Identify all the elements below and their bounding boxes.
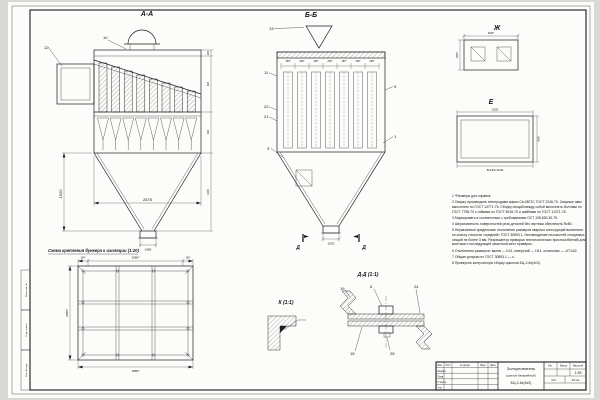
callout-13: 13 <box>269 26 274 31</box>
tb-role-razrab: Разраб. <box>438 370 447 373</box>
tb-sheet-label: Лист <box>551 379 557 382</box>
note-item: 7 Общие допуски по ГОСТ 30893.1 — с. <box>452 254 515 259</box>
stamp-inv-podl: Инв. № подл. <box>25 363 28 377</box>
view-label-k: К (1:1) <box>278 300 293 306</box>
detail-view-k: К (1:1) <box>267 300 306 351</box>
callout-21: 21 <box>264 114 269 119</box>
stamp-podp-data: Подп. и дата <box>26 323 28 337</box>
tb-role-nkontr: Н.контр. <box>438 381 448 384</box>
dim-zh-left: 400* <box>455 51 459 58</box>
dim-e-right: 595 <box>537 136 541 141</box>
detail-view-dd: Д-Д (1:1) 19 6 24 15 25 <box>339 272 433 356</box>
notes-block: 1 *Размеры для справок. 2 Сварку произво… <box>452 194 586 266</box>
dim-aa-r2: 925 <box>206 81 210 86</box>
tb-doc-name-2: (циклон батарейный) <box>506 374 535 378</box>
tb-scale-label: Масштаб <box>573 365 584 368</box>
note-item: 2 Сварку производить электродами марки С… <box>452 200 582 214</box>
tb-col-list: Лист <box>445 364 451 367</box>
view-label-zh: Ж <box>493 25 501 32</box>
note-item: 4 Шероховатость поверхностей реза детале… <box>452 222 573 226</box>
callout-10: 10 <box>103 35 108 40</box>
tb-col-doc: № докум. <box>460 364 471 367</box>
tb-lit-label: Лит. <box>548 365 553 368</box>
plan-title: Схема крепления бункера к изоляции (1:20… <box>48 248 139 253</box>
tb-doc-name-3: БЦ-2-6х(4х3) <box>511 381 532 385</box>
dim-plan-left: 2080* <box>65 308 69 317</box>
callout-1: 1 <box>394 134 397 139</box>
tb-sheets-label: Листов <box>572 379 580 382</box>
view-label-bb: Б-Б <box>305 12 317 19</box>
callout-19: 19 <box>340 286 345 291</box>
dim-aa-r3: 320 <box>206 129 210 134</box>
tb-role-utv: Утв. <box>438 387 443 390</box>
tb-scale-value: 1:35 <box>575 371 582 375</box>
note-item: 3 Маркировать в соответствии с требовани… <box>452 215 558 220</box>
view-label-dd: Д-Д (1:1) <box>357 272 379 278</box>
dim-plan-seg-left: 180* <box>81 257 86 260</box>
callout-6: 6 <box>370 284 373 289</box>
technical-notes: 1 *Размеры для справок. 2 Сварку произво… <box>452 194 586 266</box>
callout-11: 11 <box>264 70 269 75</box>
detail-view-zh: Ж 600* 400* <box>455 25 520 71</box>
dim-plan-seg-right: 180* <box>186 257 191 260</box>
callout-15: 15 <box>350 351 355 356</box>
mounting-plan-view: Схема крепления бункера к изоляции (1:20… <box>48 248 194 373</box>
dim-pitch: 280* <box>370 60 375 63</box>
note-item: 1 *Размеры для справок. <box>452 194 492 198</box>
margin-stamps: Взам. инв. № Подп. и дата Инв. № подл. <box>20 269 31 391</box>
dim-aa-width: 2875 <box>143 197 153 202</box>
dim-pitch: 280* <box>286 60 291 63</box>
dim-pitch: 280* <box>342 60 347 63</box>
stamp-vzam-inv: Взам. инв. № <box>25 283 28 297</box>
callout-24: 24 <box>414 284 419 289</box>
title-block: Изм. Лист № докум. Подп. Дата Разраб. Пр… <box>435 361 587 391</box>
view-label-e: Е <box>489 99 494 106</box>
dim-plan-bottom: 1880* <box>132 369 141 373</box>
callout-12: 12 <box>44 45 49 50</box>
callout-3: 3 <box>267 146 270 151</box>
tb-doc-name-1: Золоуловитель <box>507 366 535 371</box>
section-view-aa: А-А <box>44 11 213 252</box>
dim-pitch: 280* <box>328 60 333 63</box>
note-item: 5 Неуказанные предельные отклонения разм… <box>452 228 586 247</box>
dim-e-top: 1020 <box>492 108 499 112</box>
callout-25: 25 <box>390 351 395 356</box>
callout-22: 22 <box>264 104 269 109</box>
dim-pitch: 280* <box>300 60 305 63</box>
section-view-bb: Б-Б 13 280* 280* 280* 280* 280* 280* 280… <box>264 12 397 251</box>
dim-pitch: 280* <box>356 60 361 63</box>
section-mark-d-right: Д <box>361 245 366 251</box>
dim-aa-height: 1920 <box>58 189 63 199</box>
dim-bb-outlet: 1020 <box>328 242 335 246</box>
dim-aa-r4: 1205 <box>206 189 210 195</box>
dim-zh-top: 600* <box>488 31 495 35</box>
section-mark-d-left: Д <box>295 245 300 251</box>
tb-col-izm: Изм. <box>437 364 442 367</box>
tb-col-sign: Подп. <box>480 364 487 367</box>
dim-e-bottom: 8х130=1040 <box>487 168 504 172</box>
dim-aa-outlet: 1080 <box>145 248 152 252</box>
tb-role-prov: Пров. <box>438 375 445 378</box>
view-label-aa: А-А <box>140 11 153 18</box>
callout-5: 5 <box>394 84 397 89</box>
dim-plan-top: 2080* <box>132 256 141 260</box>
note-item: 6 Отклонения размеров: валов — h14, отве… <box>452 248 578 253</box>
tb-col-date: Дата <box>490 364 496 367</box>
dim-pitch: 280* <box>314 60 319 63</box>
tb-mass-label: Масса <box>560 365 568 368</box>
note-item: 8 Проверить контрольную сборку циклона Б… <box>452 260 541 265</box>
detail-view-e: Е 1020 595 8х130=1040 <box>456 99 541 172</box>
dim-aa-r1: 200 <box>206 50 210 55</box>
